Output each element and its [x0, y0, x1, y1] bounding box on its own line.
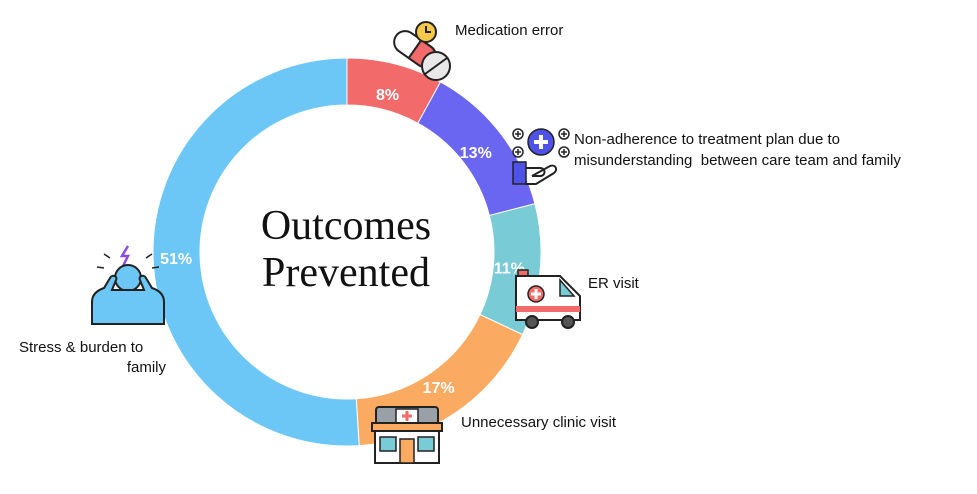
percent-label-2: 13% — [460, 145, 492, 162]
percent-label-5: 51% — [160, 251, 192, 268]
label-non-adherence-line-1: Non-adherence to treatment plan due to — [574, 131, 841, 148]
percent-label-1: 8% — [376, 87, 399, 104]
percent-labels-group: 8% 13% 11% 17% 51% — [160, 87, 525, 397]
donut-slice-5 — [152, 57, 360, 447]
chart-title: Outcomes Prevented — [196, 203, 496, 297]
pill-clock-icon — [393, 21, 451, 81]
clinic-building-icon — [371, 406, 443, 464]
label-stress-line-1: Stress & burden to — [19, 339, 144, 356]
label-medication-error: Medication error — [455, 22, 564, 39]
percent-label-4: 17% — [423, 380, 455, 397]
label-non-adherence-line-2: misunderstanding between care team and f… — [574, 152, 901, 169]
ambulance-icon — [515, 269, 581, 329]
care-hand-icon — [512, 128, 570, 185]
label-er-visit: ER visit — [588, 275, 639, 292]
percent-label-3: 11% — [494, 260, 525, 277]
title-line-1: Outcomes — [260, 203, 432, 249]
label-unnecessary-clinic-visit: Unnecessary clinic visit — [461, 414, 617, 431]
stressed-person-icon — [91, 245, 165, 325]
title-line-2: Prevented — [262, 250, 430, 296]
label-stress-line-2: family — [126, 359, 166, 376]
